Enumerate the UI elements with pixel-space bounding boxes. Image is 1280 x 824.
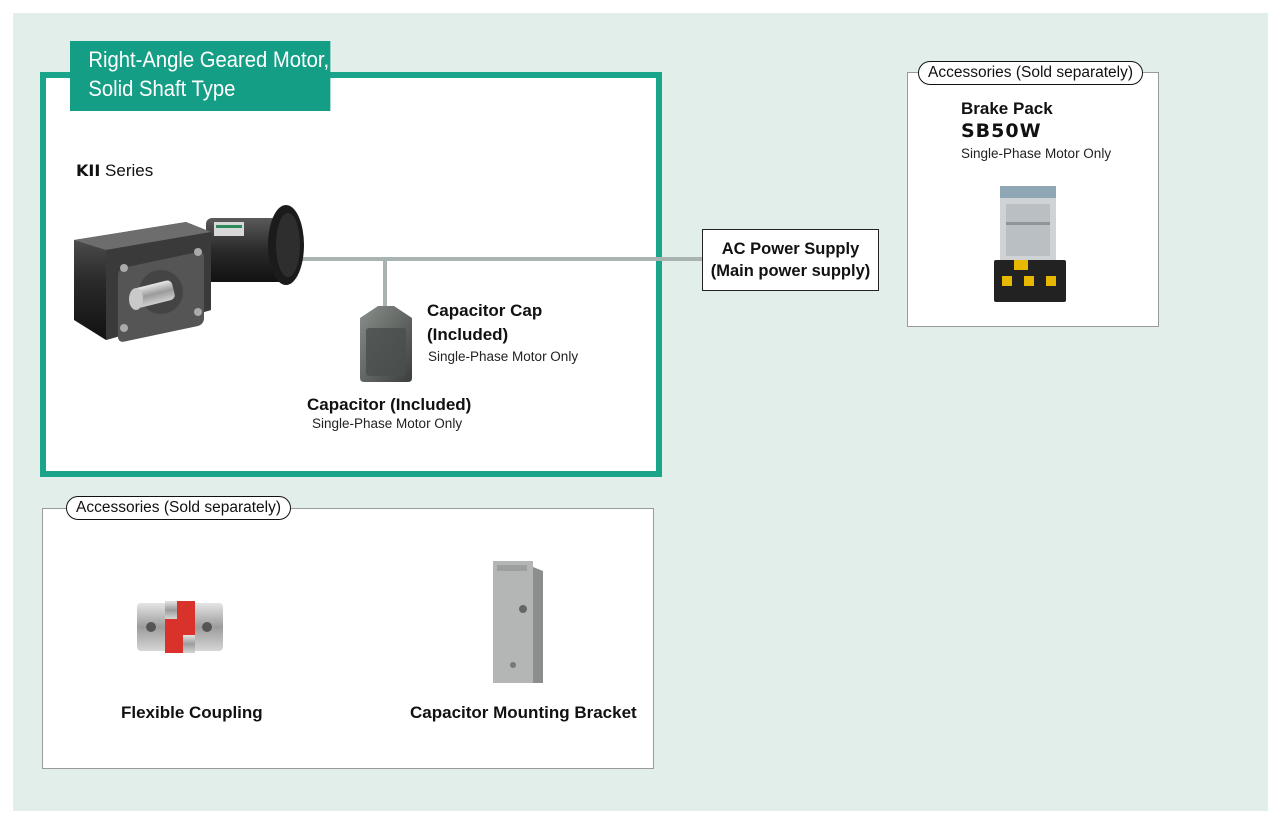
series-bold: KII bbox=[76, 161, 101, 180]
motor-title-line2: Solid Shaft Type bbox=[88, 76, 236, 101]
bottom-accessory-tag: Accessories (Sold separately) bbox=[66, 496, 292, 520]
geared-motor-image bbox=[74, 205, 304, 342]
motor-title-line1: Right-Angle Geared Motor, bbox=[88, 47, 330, 72]
brake-pack-image bbox=[994, 186, 1066, 302]
flexible-coupling-label: Flexible Coupling bbox=[121, 703, 263, 722]
brake-pack-note: Single-Phase Motor Only bbox=[961, 146, 1112, 161]
capacitor-name: Capacitor (Included) bbox=[307, 395, 472, 414]
bottom-accessories-box bbox=[42, 508, 654, 769]
ac-power-line1: AC Power Supply bbox=[721, 240, 860, 258]
capacitor-cap-name: Capacitor Cap (Included) bbox=[427, 299, 542, 347]
capacitor-bracket-image bbox=[493, 561, 543, 683]
capacitor-cap-name-line2: (Included) bbox=[427, 325, 509, 344]
brake-accessory-tag: Accessories (Sold separately) bbox=[918, 61, 1144, 85]
series-suffix: Series bbox=[100, 161, 154, 180]
capacitor-bracket-label: Capacitor Mounting Bracket bbox=[410, 703, 637, 722]
ac-power-supply-box: AC Power Supply (Main power supply) bbox=[702, 229, 879, 291]
capacitor-cap-note: Single-Phase Motor Only bbox=[428, 349, 579, 364]
series-label: KII Series bbox=[76, 161, 153, 181]
ac-power-line2: (Main power supply) bbox=[710, 262, 871, 280]
motor-title-tab: Right-Angle Geared Motor, Solid Shaft Ty… bbox=[70, 41, 331, 111]
capacitor-image bbox=[360, 306, 412, 382]
capacitor-note: Single-Phase Motor Only bbox=[312, 416, 463, 431]
flexible-coupling-image bbox=[137, 601, 223, 653]
capacitor-cap-name-line1: Capacitor Cap bbox=[427, 301, 543, 320]
brake-pack-model: SB50W bbox=[961, 120, 1042, 142]
brake-pack-name: Brake Pack bbox=[961, 99, 1053, 118]
